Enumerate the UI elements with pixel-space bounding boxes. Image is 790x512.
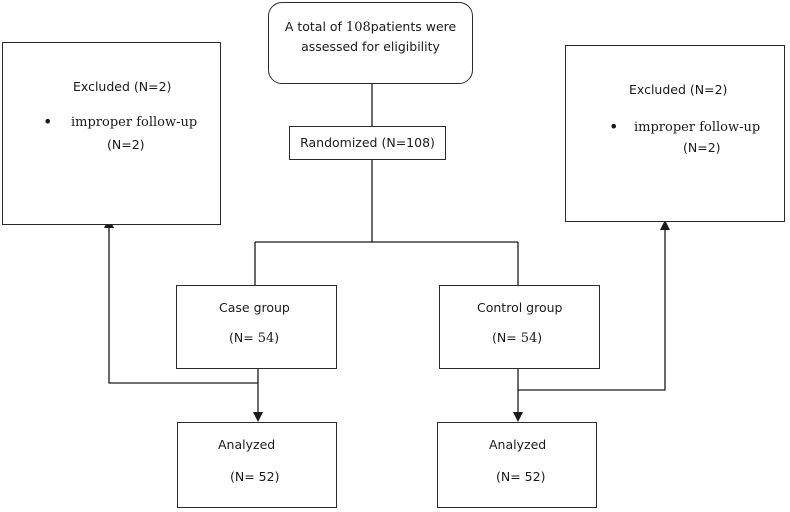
excluded-left-title: Excluded (N=2) [73, 79, 172, 94]
analyzed-right-count: (N= 52) [496, 469, 546, 484]
case-group-box: Case group (N= 54) [176, 285, 337, 369]
assessed-box: A total of 108patients were assessed for… [268, 2, 473, 84]
excluded-right-count: (N=2) [683, 140, 721, 155]
excluded-right-box: Excluded (N=2) • improper follow-up (N=2… [565, 45, 785, 222]
case-group-label: Case group [219, 300, 290, 315]
assessed-line1: A total of 108patients were [269, 19, 472, 35]
case-group-count-pre: (N= [229, 330, 258, 345]
analyzed-right-label: Analyzed [489, 437, 547, 452]
arrowhead-excluded-right [660, 220, 670, 230]
excluded-right-reason: improper follow-up [634, 120, 761, 135]
analyzed-left-box: Analyzed (N= 52) [177, 422, 337, 508]
excluded-left-count: (N=2) [107, 137, 145, 152]
connector-control-to-excluded-right [518, 228, 666, 391]
control-group-box: Control group (N= 54) [439, 285, 600, 369]
excluded-left-reason: improper follow-up [71, 115, 198, 130]
arrowhead-analyzed-left [253, 412, 263, 422]
control-group-count-post: ) [537, 330, 543, 345]
case-group-count-num: 54 [257, 331, 275, 346]
arrowhead-analyzed-right [513, 412, 523, 422]
control-group-count-num: 54 [520, 331, 538, 346]
randomized-box: Randomized (N=108) [289, 126, 446, 160]
case-group-count: (N= 54) [229, 330, 279, 346]
bullet-icon: • [43, 112, 53, 131]
assessed-line2: assessed for eligibility [301, 39, 440, 54]
assessed-text-pre: A total of [284, 19, 346, 34]
analyzed-left-label: Analyzed [218, 437, 276, 452]
excluded-left-box: Excluded (N=2) • improper follow-up (N=2… [2, 42, 221, 225]
assessed-text-post: patients were [370, 19, 457, 34]
connector-case-to-excluded-left [108, 226, 258, 384]
control-group-count: (N= 54) [492, 330, 542, 346]
analyzed-left-count: (N= 52) [230, 469, 280, 484]
control-group-label: Control group [477, 300, 563, 315]
control-group-count-pre: (N= [492, 330, 521, 345]
analyzed-right-box: Analyzed (N= 52) [437, 422, 597, 508]
randomized-label: Randomized (N=108) [300, 135, 435, 150]
case-group-count-post: ) [274, 330, 280, 345]
excluded-right-title: Excluded (N=2) [629, 82, 728, 97]
bullet-icon: • [609, 117, 619, 136]
assessed-number: 108 [345, 20, 371, 35]
